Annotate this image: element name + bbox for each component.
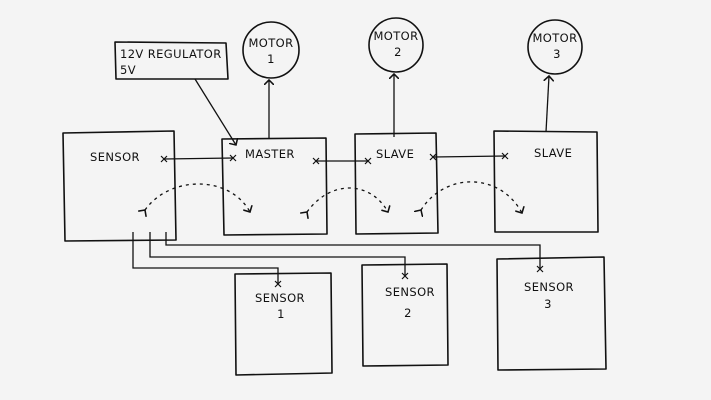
motor-2-number: 2 [394,45,402,59]
sensor-2: SENSOR 2 [361,263,449,367]
data-flow-arcs [145,181,522,213]
master-module: MASTER [221,137,328,236]
slave-module-2: SLAVE [493,130,599,233]
motor-1: MOTOR 1 [242,21,300,79]
bus-links [160,152,509,165]
regulator-to-master-wire [194,78,236,145]
sensor-1: SENSOR 1 [234,272,333,376]
motor-2: MOTOR 2 [368,17,424,73]
motor-1-number: 1 [267,52,275,66]
sensor-3-number: 3 [544,297,552,311]
sensor-1-label: SENSOR [255,291,305,305]
regulator-label: 12V REGULATOR [120,47,222,61]
sensor-3: SENSOR 3 [496,256,607,371]
sensor-wires [132,232,544,288]
slave-1-label: SLAVE [376,147,414,161]
sensor-3-label: SENSOR [524,280,574,294]
motor-3-number: 3 [553,47,561,61]
sensor-2-number: 2 [404,306,412,320]
sensor-2-label: SENSOR [385,285,435,299]
sensor-module: SENSOR [62,130,177,242]
motor-1-label: MOTOR [248,36,293,50]
motor-3: MOTOR 3 [527,19,583,75]
motor-2-label: MOTOR [373,29,418,43]
slave-2-label: SLAVE [534,146,572,160]
sensor-1-number: 1 [277,307,285,321]
master-label: MASTER [245,147,295,161]
motor-3-label: MOTOR [532,31,577,45]
sensor-module-label: SENSOR [90,150,140,164]
regulator-block: 12V REGULATOR 5V [114,41,229,80]
slave-2-to-motor-3-arrow [546,76,549,133]
regulator-output-label: 5V [120,63,136,77]
slave-module-1: SLAVE [354,132,439,235]
